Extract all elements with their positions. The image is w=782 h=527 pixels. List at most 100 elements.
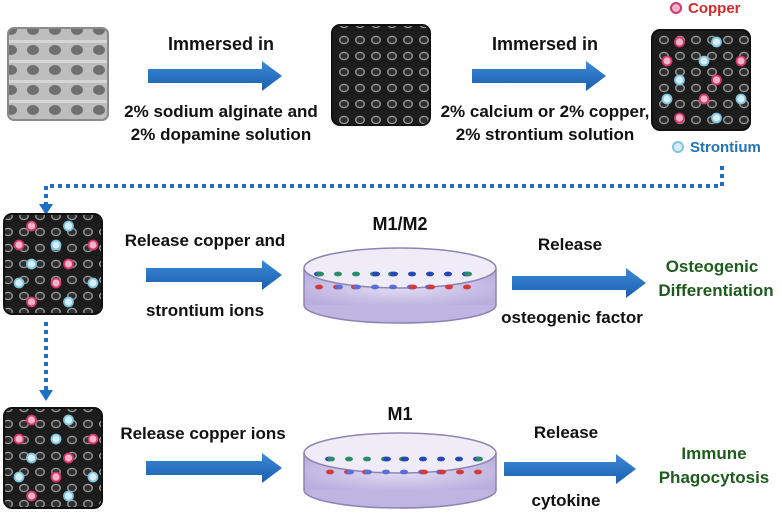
strontium-ion-dot bbox=[13, 277, 25, 289]
arrow-row3-factor bbox=[504, 454, 636, 484]
macrophage-cell bbox=[420, 469, 428, 475]
macrophage-cell bbox=[438, 469, 446, 475]
macrophage-cell bbox=[444, 271, 452, 277]
ion-dots bbox=[13, 414, 99, 502]
dotted-arrowhead-2 bbox=[39, 390, 53, 401]
macrophage-cell bbox=[371, 284, 379, 290]
macrophage-cell bbox=[334, 271, 342, 277]
copper-ion-dot bbox=[50, 277, 62, 289]
row3-release-line1: Release copper ions bbox=[120, 424, 285, 443]
strontium-ion-dot bbox=[87, 471, 99, 483]
copper-ion-dot bbox=[26, 490, 37, 502]
strontium-ion-dot bbox=[63, 490, 74, 502]
scaffold-ion-loaded-row2 bbox=[3, 213, 103, 315]
macrophage-cell bbox=[463, 284, 471, 290]
row1-step2-title: Immersed in bbox=[492, 34, 598, 54]
row1-step1-line2: 2% dopamine solution bbox=[131, 125, 311, 144]
row1-step2-line2: 2% strontium solution bbox=[456, 125, 635, 144]
copper-ion-dot bbox=[13, 239, 25, 251]
copper-ion-dot bbox=[711, 74, 722, 86]
macrophage-cell bbox=[372, 271, 380, 277]
copper-ion-dot bbox=[26, 220, 37, 232]
copper-ion-dot bbox=[674, 112, 685, 124]
strontium-ion-dot bbox=[26, 258, 37, 270]
macrophage-cell bbox=[363, 456, 371, 462]
copper-dot-icon bbox=[670, 2, 682, 14]
row2-release-line1: Release copper and bbox=[125, 231, 286, 250]
strontium-ion-dot bbox=[674, 74, 685, 86]
macrophage-cell bbox=[315, 284, 323, 290]
macrophage-cell bbox=[445, 284, 453, 290]
strontium-ion-dot bbox=[50, 433, 62, 445]
dotted-connector bbox=[44, 166, 724, 392]
strontium-ion-dot bbox=[87, 277, 99, 289]
macrophage-cell bbox=[408, 271, 416, 277]
row1-step2-line1: 2% calcium or 2% copper, bbox=[441, 102, 650, 121]
macrophage-cell bbox=[353, 284, 361, 290]
macrophage-cell bbox=[464, 271, 472, 277]
macrophage-cell bbox=[390, 271, 398, 277]
row3-outcome-line1: Immune bbox=[681, 444, 746, 463]
row2-outcome-line2: Differentiation bbox=[658, 281, 773, 300]
macrophage-cell bbox=[326, 469, 334, 475]
cell-dots bbox=[314, 271, 472, 290]
row3-release-factor: cytokine bbox=[532, 491, 601, 510]
row2-release-title: Release bbox=[538, 235, 602, 254]
row3-dish-label: M1 bbox=[387, 404, 412, 424]
macrophage-cell bbox=[437, 456, 445, 462]
scaffold-coated-black bbox=[331, 24, 431, 126]
macrophage-cell bbox=[345, 456, 353, 462]
strontium-ion-dot bbox=[63, 220, 74, 232]
cell-dots bbox=[325, 456, 483, 475]
copper-ion-dot bbox=[87, 433, 99, 445]
strontium-ion-dot bbox=[735, 93, 747, 105]
macrophage-cell bbox=[316, 271, 324, 277]
copper-ion-dot bbox=[63, 452, 74, 464]
macrophage-cell bbox=[400, 469, 408, 475]
arrow-row2-release bbox=[146, 260, 282, 290]
row3-outcome-line2: Phagocytosis bbox=[659, 468, 770, 487]
macrophage-cell bbox=[346, 469, 354, 475]
arrow-row2-factor bbox=[512, 268, 646, 298]
arrow-row1-step2 bbox=[472, 61, 606, 91]
copper-ion-dot bbox=[50, 471, 62, 483]
copper-ion-dot bbox=[26, 296, 37, 308]
macrophage-cell bbox=[409, 284, 417, 290]
copper-ion-dot bbox=[661, 55, 673, 67]
petri-dish-m1m2 bbox=[303, 247, 497, 324]
strontium-ion-dot bbox=[13, 471, 25, 483]
arrow-row3-release bbox=[146, 453, 282, 483]
arrow-row1-step1 bbox=[148, 61, 282, 91]
macrophage-cell bbox=[475, 456, 483, 462]
strontium-ion-dot bbox=[711, 112, 722, 124]
macrophage-cell bbox=[383, 456, 391, 462]
macrophage-cell bbox=[401, 456, 409, 462]
copper-ion-dot bbox=[13, 433, 25, 445]
strontium-ion-dot bbox=[661, 93, 673, 105]
macrophage-cell bbox=[389, 284, 397, 290]
macrophage-cell bbox=[456, 469, 464, 475]
strontium-ion-dot bbox=[26, 452, 37, 464]
copper-ion-dot bbox=[26, 414, 37, 426]
strontium-ion-dot bbox=[50, 239, 62, 251]
strontium-dot-icon bbox=[672, 141, 684, 153]
row2-release-line2: strontium ions bbox=[146, 301, 264, 320]
copper-ion-dot bbox=[698, 93, 710, 105]
strontium-legend-label: Strontium bbox=[690, 139, 761, 156]
ion-dots bbox=[661, 36, 747, 124]
copper-legend-label: Copper bbox=[688, 0, 741, 17]
row1-step1-title: Immersed in bbox=[168, 34, 274, 54]
row2-dish-label: M1/M2 bbox=[372, 214, 427, 234]
ion-dots bbox=[13, 220, 99, 308]
macrophage-cell bbox=[474, 469, 482, 475]
row1-step1-line1: 2% sodium alginate and bbox=[124, 102, 318, 121]
strontium-ion-dot bbox=[63, 296, 74, 308]
macrophage-cell bbox=[352, 271, 360, 277]
dotted-arrowhead-1 bbox=[39, 204, 53, 215]
macrophage-cell bbox=[419, 456, 427, 462]
petri-dish-m1 bbox=[303, 432, 497, 509]
macrophage-cell bbox=[327, 456, 335, 462]
macrophage-cell bbox=[382, 469, 390, 475]
